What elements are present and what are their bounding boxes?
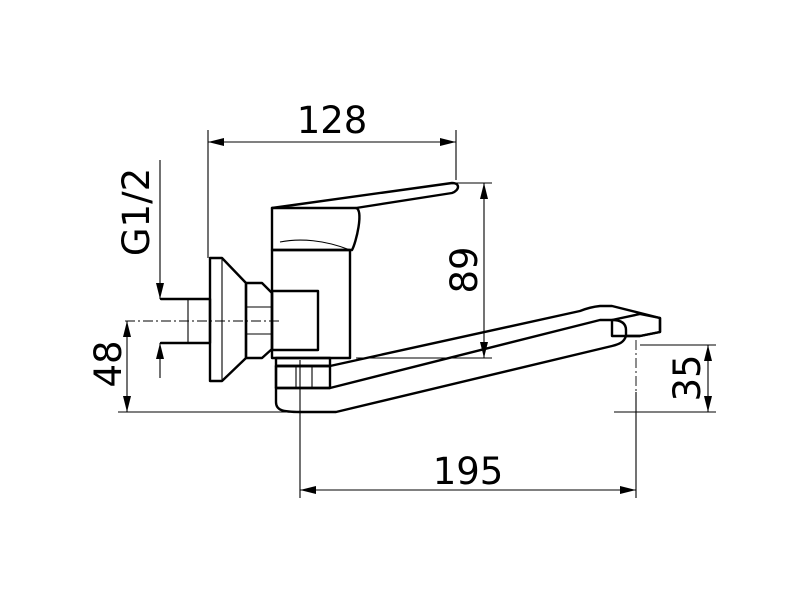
dimension-label-128: 128 bbox=[297, 99, 368, 142]
lever-arm bbox=[270, 181, 460, 210]
dimension-thread: G1/2 bbox=[115, 160, 164, 378]
dimension-label-89: 89 bbox=[443, 246, 486, 293]
center-lines bbox=[125, 320, 637, 392]
aerator bbox=[610, 312, 662, 338]
dimension-height-axis: 48 bbox=[87, 321, 300, 413]
body-connector bbox=[270, 289, 320, 352]
dimension-label-g12: G1/2 bbox=[115, 168, 158, 256]
dimension-label-48: 48 bbox=[87, 340, 130, 387]
dimension-label-35: 35 bbox=[666, 354, 709, 401]
dimension-width-top: 128 bbox=[207, 99, 457, 258]
faucet-body bbox=[270, 248, 352, 360]
spout-lower bbox=[274, 334, 628, 414]
spout bbox=[274, 304, 662, 390]
lever-handle bbox=[270, 206, 361, 252]
wall-flange bbox=[208, 256, 248, 383]
hex-nut bbox=[244, 281, 274, 360]
faucet-outline bbox=[159, 181, 662, 414]
dimension-height-spout: 35 bbox=[614, 344, 716, 413]
spout-nut bbox=[274, 364, 332, 390]
dimension-height-handle: 89 bbox=[356, 182, 492, 359]
dimension-label-195: 195 bbox=[433, 450, 504, 493]
dimension-spout-reach: 195 bbox=[299, 360, 637, 498]
